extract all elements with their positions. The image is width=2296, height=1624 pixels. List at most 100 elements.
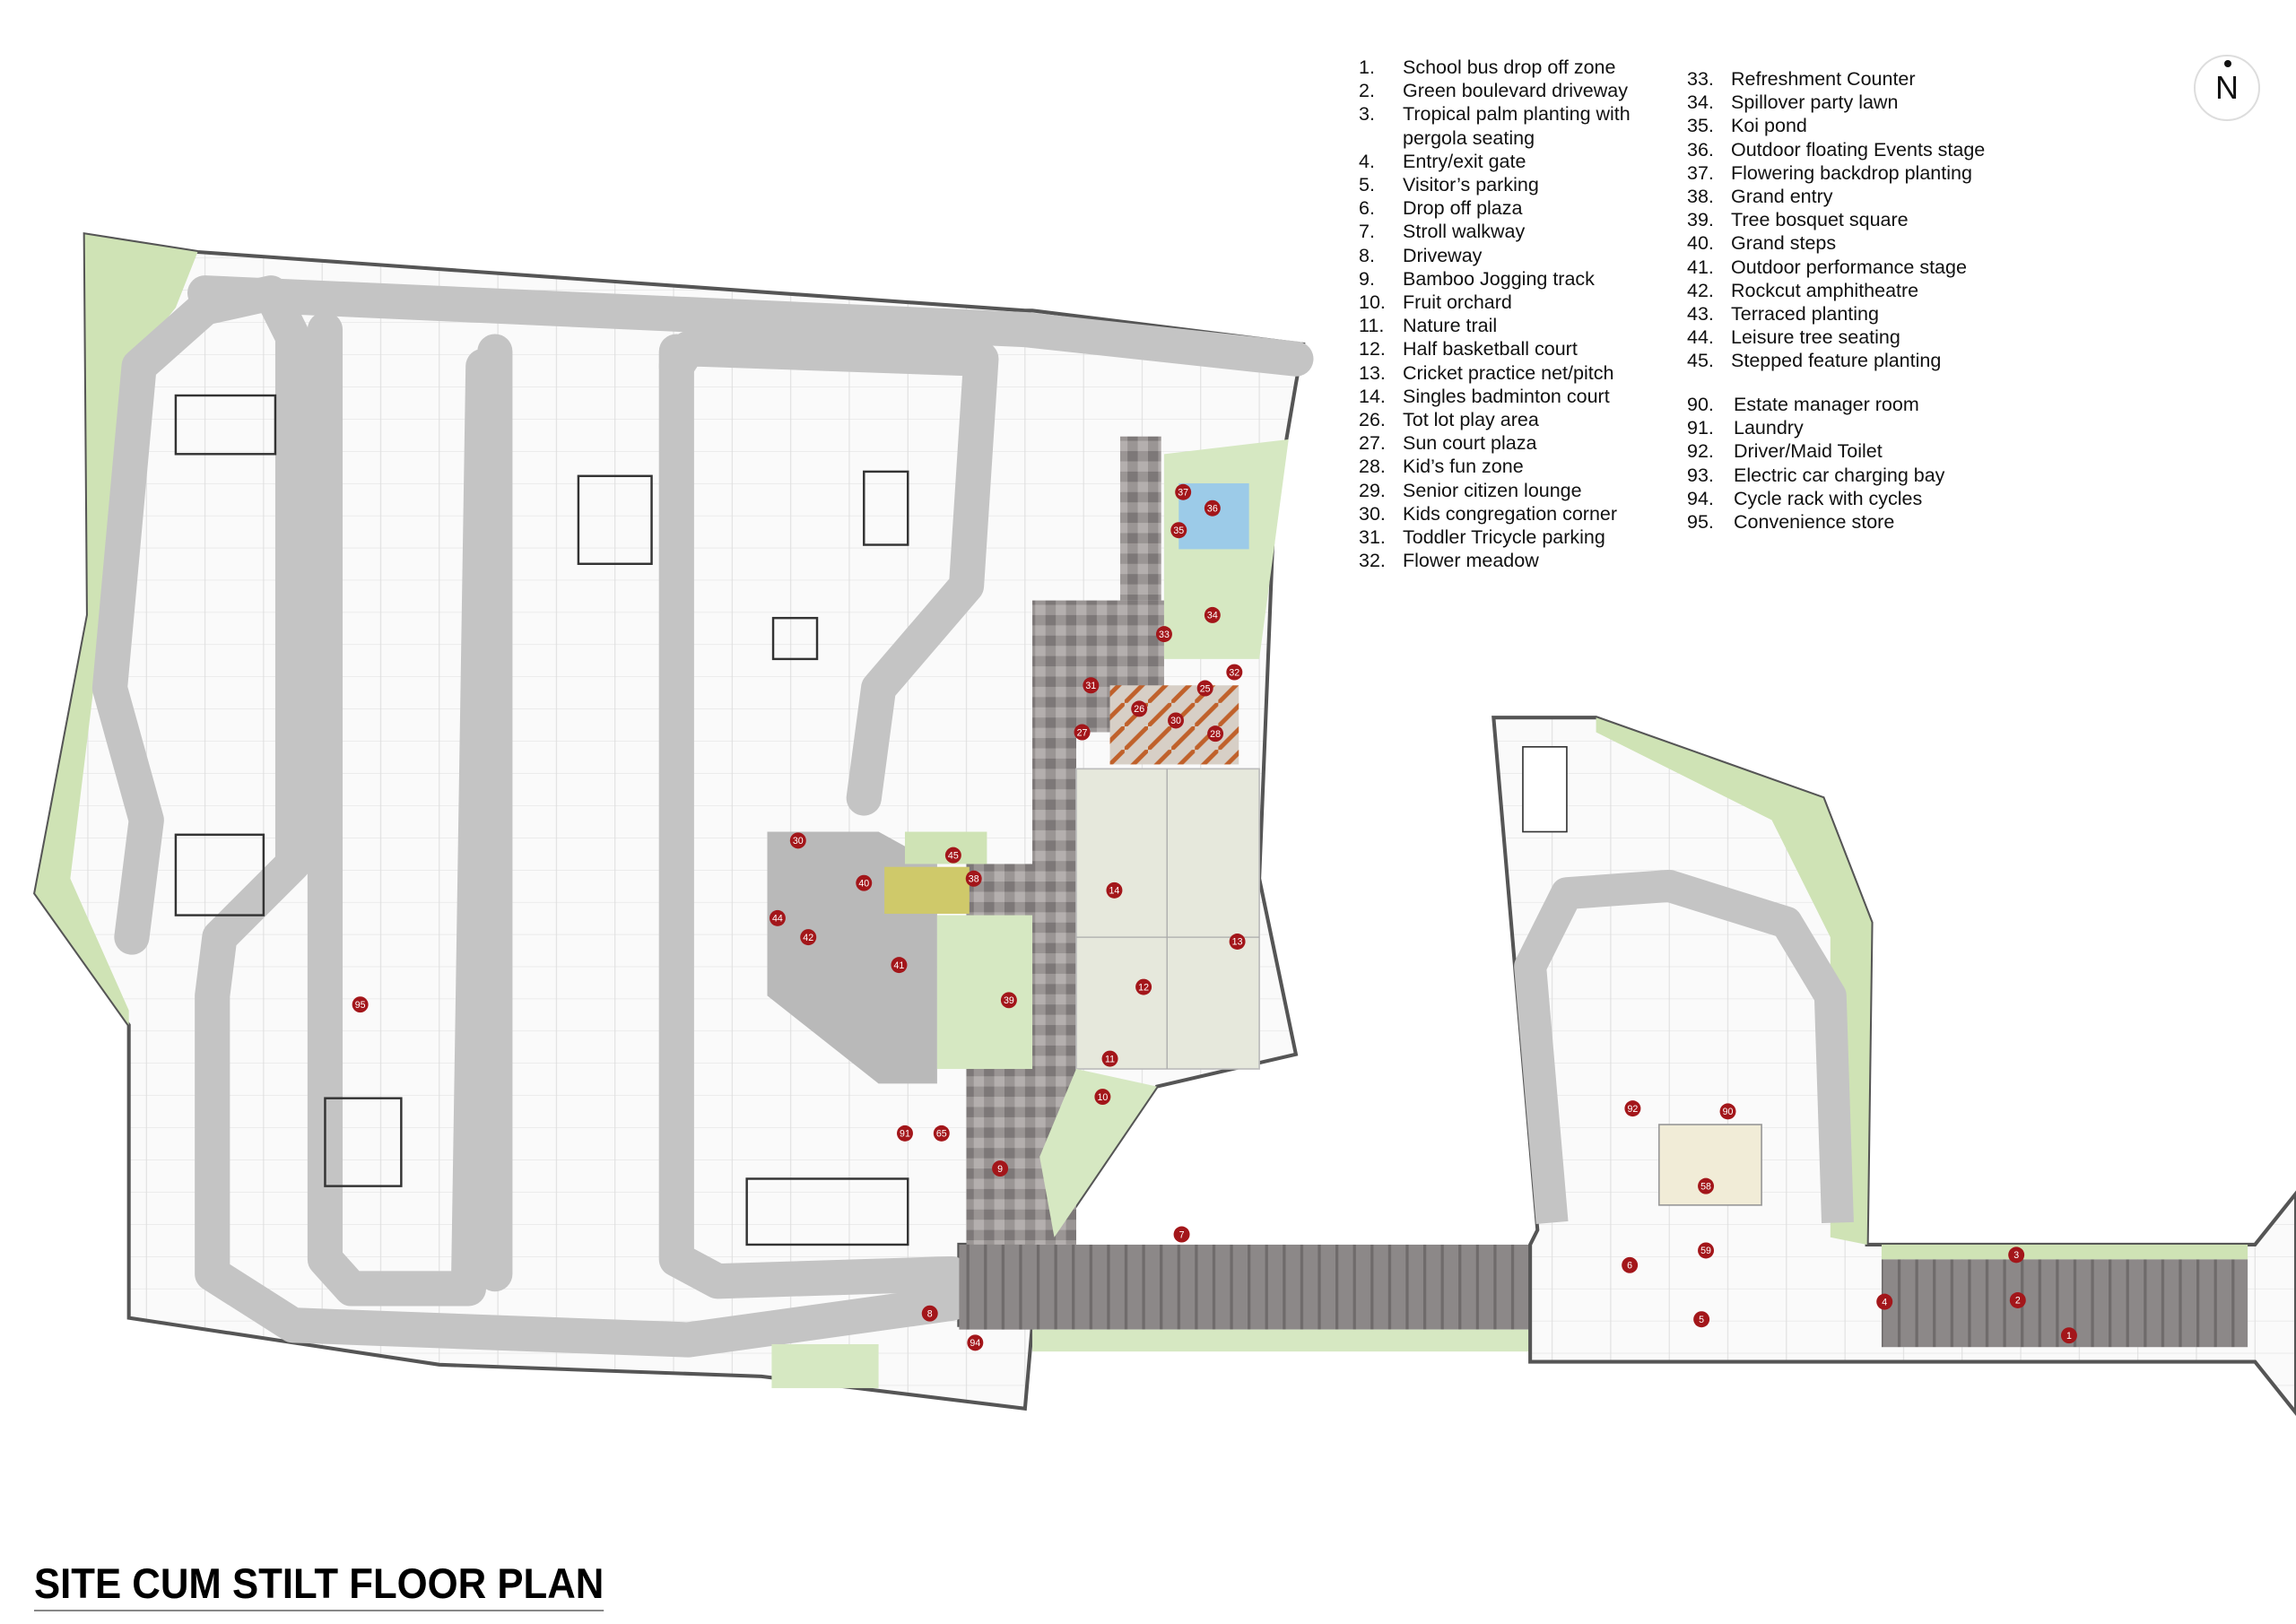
plan-marker-44: 44 xyxy=(769,909,786,926)
legend-text: Terraced planting xyxy=(1731,303,1879,326)
legend-text: Tree bosquet square xyxy=(1731,209,1909,231)
legend-number: 2. xyxy=(1359,80,1375,102)
legend-number: 26. xyxy=(1359,409,1386,431)
legend-number: 8. xyxy=(1359,244,1375,266)
marker-label: 65 xyxy=(936,1129,947,1140)
plan-marker-45: 45 xyxy=(944,847,961,864)
legend-text: Koi pond xyxy=(1731,115,1807,137)
marker-label: 28 xyxy=(1210,729,1221,740)
marker-dot xyxy=(1624,1100,1641,1117)
marker-dot xyxy=(789,832,806,849)
legend-text: Singles badminton court xyxy=(1403,385,1610,407)
legend-item: 7.Stroll walkway xyxy=(1359,220,1631,243)
legend-item: 26.Tot lot play area xyxy=(1359,408,1631,431)
plan-marker-39: 39 xyxy=(1000,992,1017,1009)
legend-number: 42. xyxy=(1687,279,1714,301)
legend-number: 6. xyxy=(1359,197,1375,220)
legend-text: Convenience store xyxy=(1734,511,1895,534)
marker-label: 10 xyxy=(1097,1092,1108,1103)
marker-dot xyxy=(1204,499,1221,517)
marker-label: 27 xyxy=(1077,727,1088,738)
legend-number: 5. xyxy=(1359,174,1375,196)
plan-marker-2: 2 xyxy=(2009,1292,2026,1308)
legend-item: 90. Estate manager room xyxy=(1687,393,1944,416)
legend-text: Green boulevard driveway xyxy=(1403,80,1628,102)
plan-marker-32: 32 xyxy=(1226,664,1243,681)
marker-label: 36 xyxy=(1207,503,1218,514)
legend-text: Estate manager room xyxy=(1734,394,1919,415)
legend-text: Electric car charging bay xyxy=(1734,464,1945,486)
legend-number: 43. xyxy=(1687,303,1714,326)
plan-marker-27: 27 xyxy=(1074,724,1091,741)
marker-dot xyxy=(800,929,817,946)
plan-marker-59: 59 xyxy=(1698,1242,1715,1259)
legend-item: 43. Terraced planting xyxy=(1687,302,1985,326)
legend-text: Stepped feature planting xyxy=(1731,350,1942,372)
legend-number: 29. xyxy=(1359,479,1386,501)
legend-item: 5.Visitor’s parking xyxy=(1359,173,1631,196)
legend-item: 38.Grand entry xyxy=(1687,185,1985,208)
marker-dot xyxy=(1173,1226,1190,1243)
marker-dot xyxy=(992,1160,1009,1177)
marker-label: 38 xyxy=(969,874,979,885)
plan-marker-37: 37 xyxy=(1175,483,1192,500)
legend-item: 92. Driver/Maid Toilet xyxy=(1687,439,1944,463)
plan-marker-3: 3 xyxy=(2008,1246,2025,1264)
marker-dot xyxy=(1204,606,1221,623)
legend-number xyxy=(1359,126,1403,150)
marker-label: 12 xyxy=(1138,982,1149,993)
marker-label: 11 xyxy=(1105,1054,1115,1064)
legend-text: Laundry xyxy=(1734,417,1804,439)
marker-label: 44 xyxy=(772,914,783,925)
legend-item: 2. Green boulevard driveway xyxy=(1359,79,1631,102)
legend-number: 7. xyxy=(1359,221,1375,243)
marker-label: 33 xyxy=(1159,630,1170,640)
marker-dot xyxy=(1155,626,1172,643)
legend-text: Spillover party lawn xyxy=(1731,91,1899,114)
legend-number: 44. xyxy=(1687,326,1714,349)
marker-dot xyxy=(1074,724,1091,741)
legend-item: 8.Driveway xyxy=(1359,244,1631,267)
marker-label: 37 xyxy=(1178,488,1188,499)
legend-text: Grand entry xyxy=(1731,186,1833,208)
legend-item: 30.Kids congregation corner xyxy=(1359,502,1631,525)
legend-number: 92. xyxy=(1687,440,1714,463)
marker-dot xyxy=(1000,992,1017,1009)
legend-number: 90. xyxy=(1687,394,1714,415)
plan-marker-42: 42 xyxy=(800,929,817,946)
legend-text: Fruit orchard xyxy=(1403,291,1512,314)
plan-marker-13: 13 xyxy=(1229,934,1246,950)
legend-number: 36. xyxy=(1687,138,1714,161)
marker-dot xyxy=(1106,881,1123,899)
marker-dot xyxy=(891,957,908,974)
legend-number: 31. xyxy=(1359,526,1386,549)
plan-marker-41: 41 xyxy=(891,957,908,974)
legend-item: 44. Leisure tree seating xyxy=(1687,326,1985,349)
legend-text: Cycle rack with cycles xyxy=(1734,487,1923,509)
legend-item: 42.Rockcut amphitheatre xyxy=(1687,279,1985,302)
plan-marker-40: 40 xyxy=(856,874,873,891)
legend-text: Driver/Maid Toilet xyxy=(1734,440,1883,463)
legend-item: 28.Kid’s fun zone xyxy=(1359,455,1631,478)
marker-dot xyxy=(1168,712,1184,729)
legend-text: Kid’s fun zone xyxy=(1403,456,1524,478)
marker-label: 1 xyxy=(2066,1331,2072,1342)
plan-marker-34: 34 xyxy=(1204,606,1221,623)
legend-text: Leisure tree seating xyxy=(1731,326,1900,349)
legend-item: 40.Grand steps xyxy=(1687,231,1985,255)
legend-number: 4. xyxy=(1359,150,1375,172)
legend-item: 45.Stepped feature planting xyxy=(1687,349,1985,372)
legend-text: Drop off plaza xyxy=(1403,197,1523,220)
marker-dot xyxy=(965,870,982,887)
legend-item: 14.Singles badminton court xyxy=(1359,385,1631,408)
main-site-block xyxy=(33,232,1314,1411)
marker-label: 9 xyxy=(997,1164,1003,1175)
legend-text: Toddler Tricycle parking xyxy=(1403,526,1605,549)
marker-label: 3 xyxy=(2013,1250,2019,1261)
legend-text: Sun court plaza xyxy=(1403,432,1537,455)
marker-label: 35 xyxy=(1173,525,1184,536)
marker-label: 42 xyxy=(803,933,813,943)
legend-item: 29.Senior citizen lounge xyxy=(1359,479,1631,502)
legend-number: 32. xyxy=(1359,550,1386,572)
marker-label: 39 xyxy=(1004,995,1014,1006)
